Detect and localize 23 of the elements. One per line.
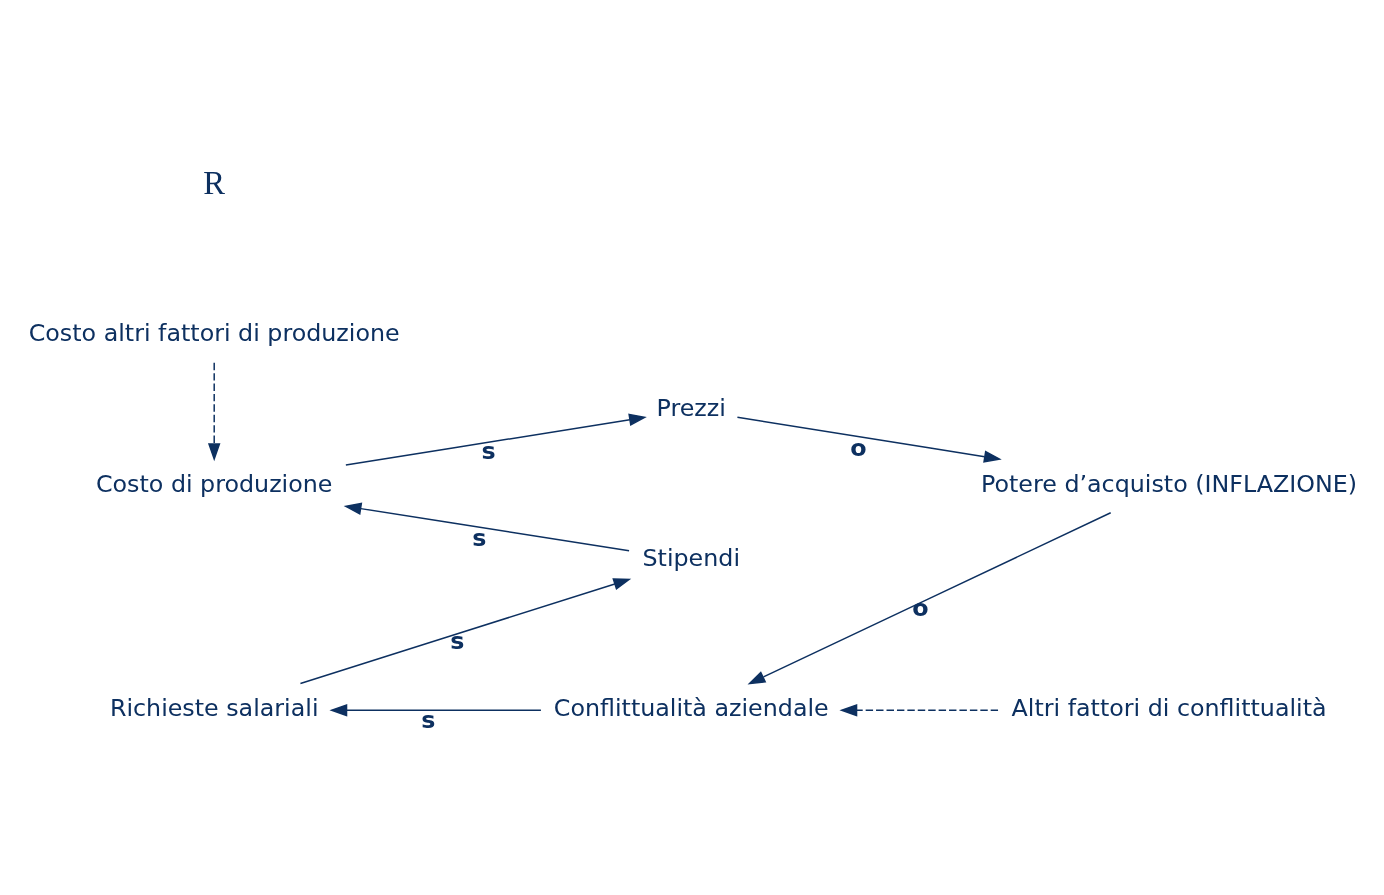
edge-label: s xyxy=(421,705,436,734)
edge-label: s xyxy=(450,626,465,655)
node-text: Stipendi xyxy=(642,543,740,572)
arrow xyxy=(343,502,630,551)
edge-label: o xyxy=(850,433,867,462)
arrow xyxy=(747,511,1112,684)
label: R xyxy=(203,164,226,201)
node-text: Costo di produzione xyxy=(95,469,333,498)
arrow xyxy=(345,413,647,466)
arrow xyxy=(207,361,221,461)
node-text: Altri fattori di conflittualità xyxy=(1011,693,1327,722)
edge-label: o xyxy=(912,593,929,622)
edge-label: s xyxy=(472,523,487,552)
arrow xyxy=(736,416,1002,463)
arrow xyxy=(329,703,542,717)
arrow xyxy=(839,703,999,717)
edge-label: s xyxy=(481,436,496,465)
arrow xyxy=(299,577,632,684)
node-text: Richieste salariali xyxy=(109,693,319,722)
node-text: Prezzi xyxy=(656,393,726,422)
node-text: Costo altri fattori di produzione xyxy=(28,318,400,347)
node-text: Potere d’acquisto (INFLAZIONE) xyxy=(981,469,1358,498)
node-text: Conflittualità aziendale xyxy=(553,693,829,722)
